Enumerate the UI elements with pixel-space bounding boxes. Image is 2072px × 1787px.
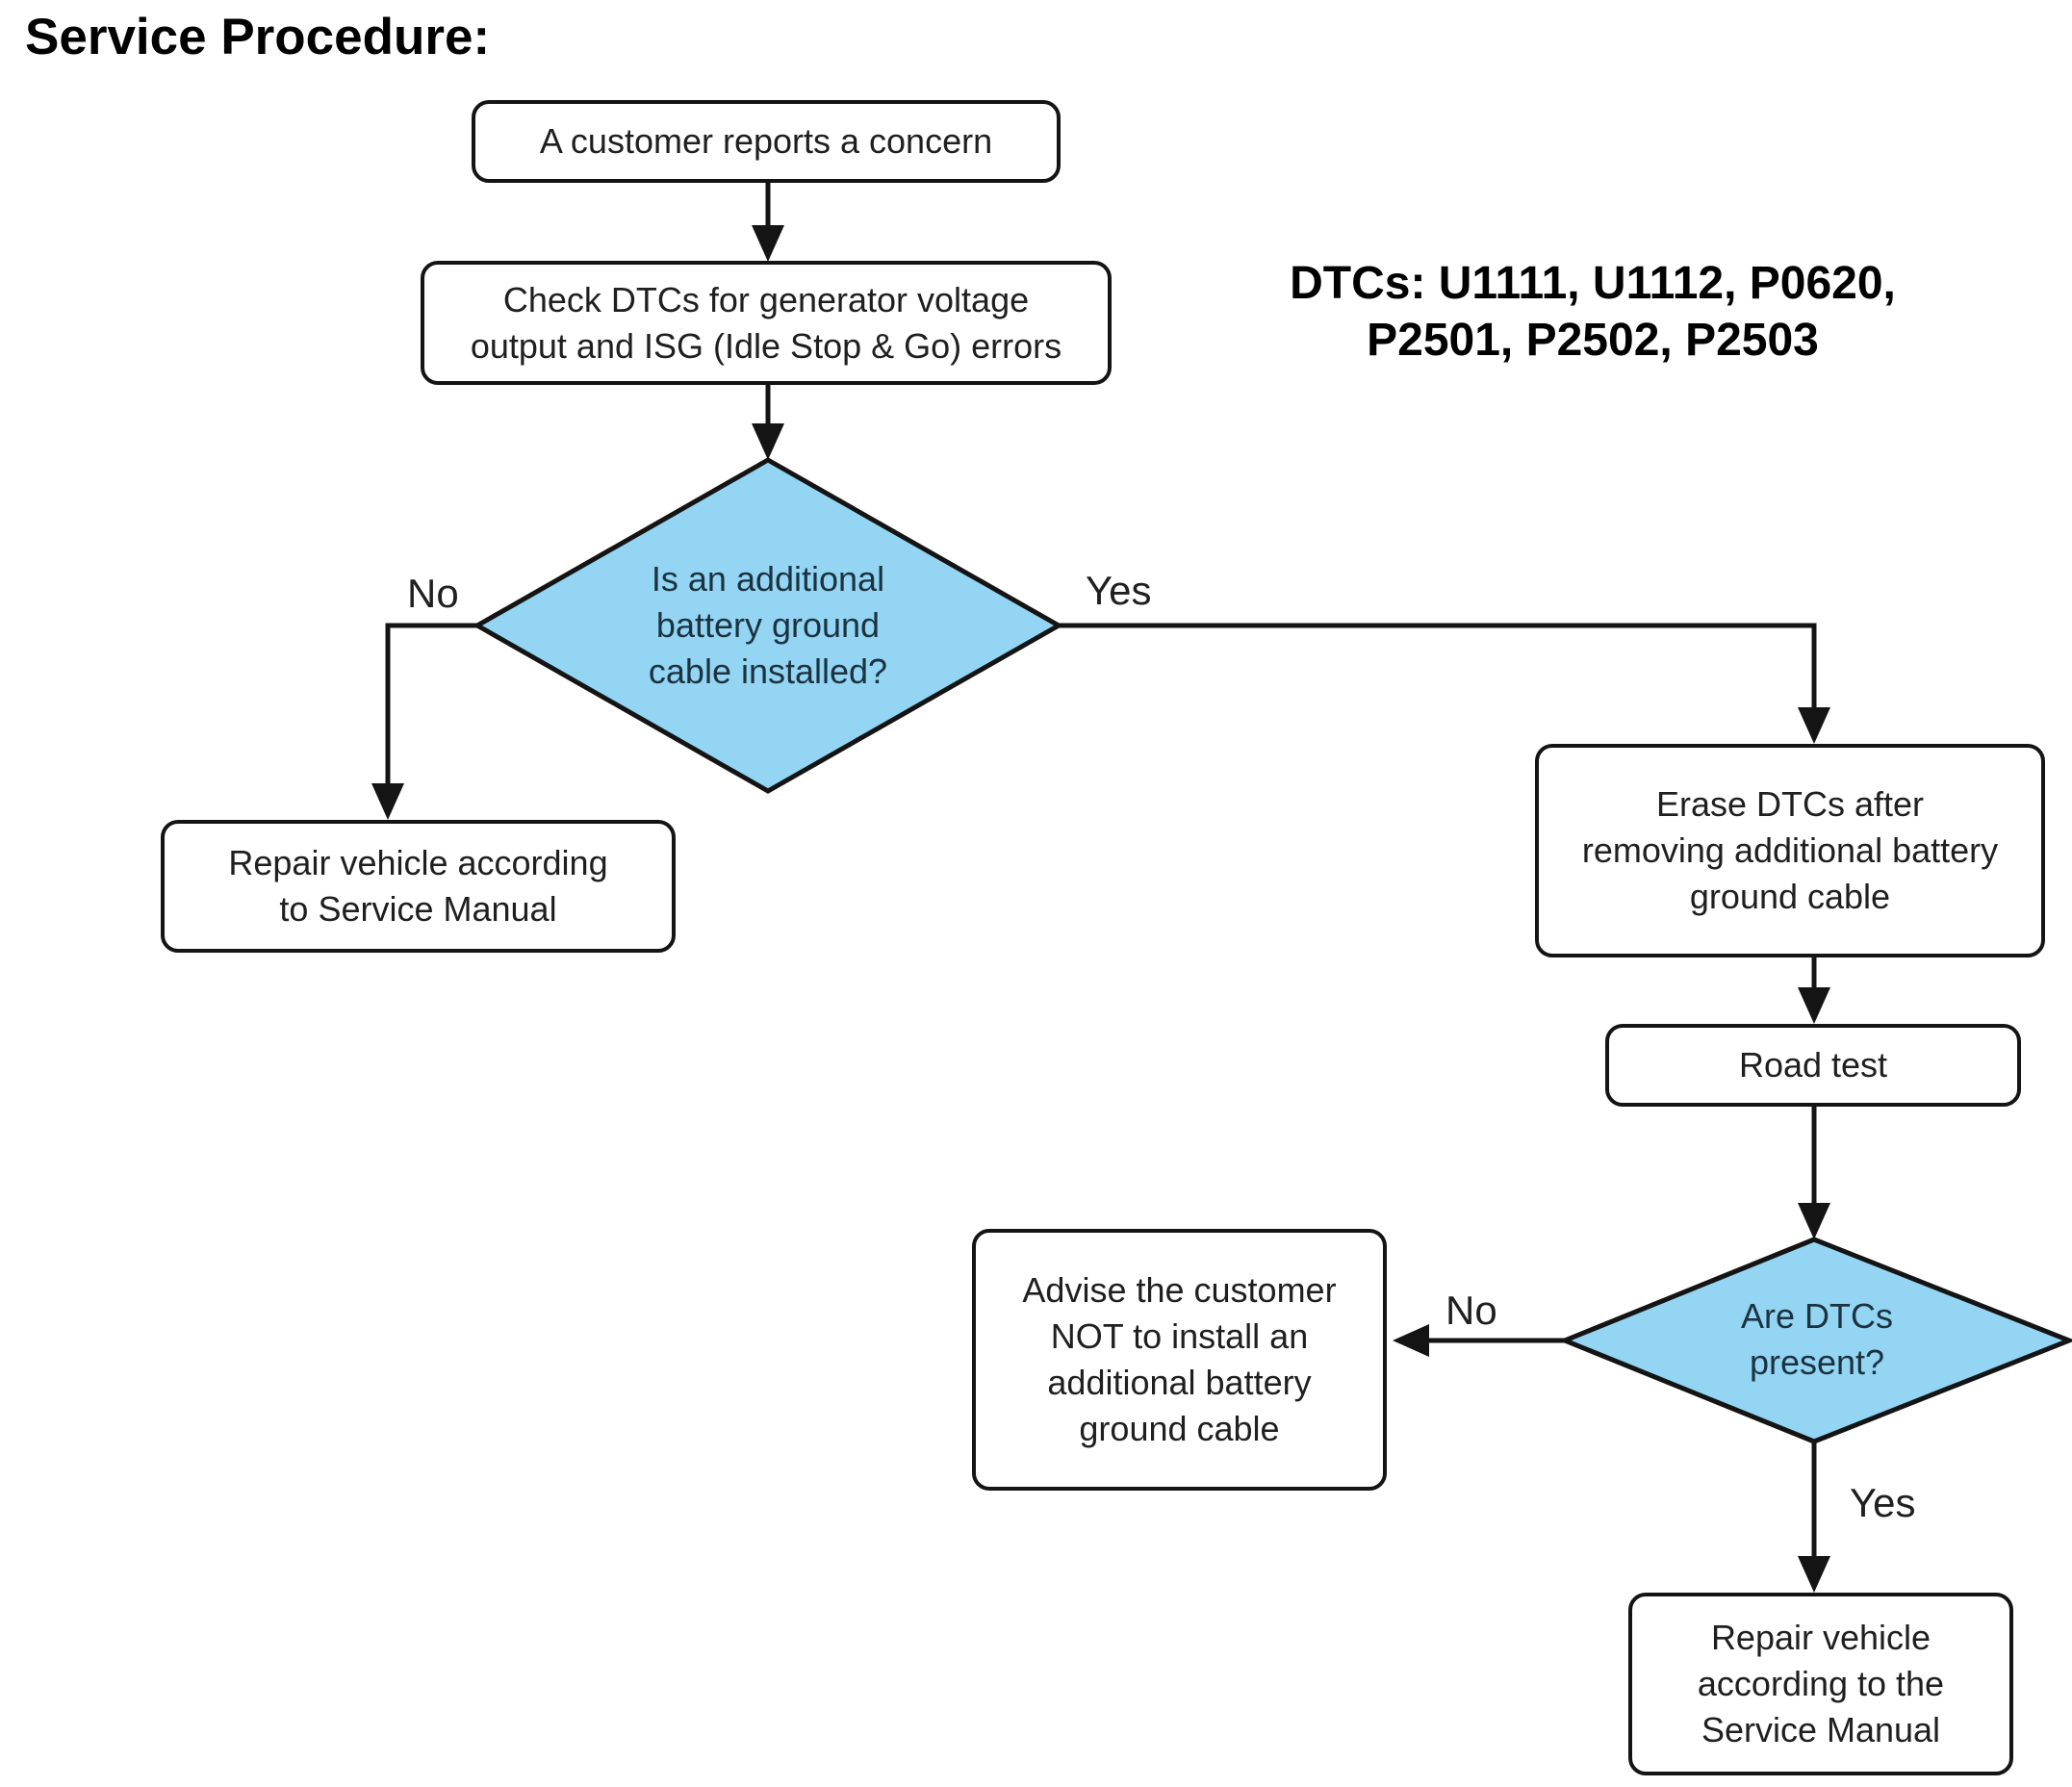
- arrowhead-check-to-decision1: [752, 423, 784, 460]
- node-text-line: according to the: [1697, 1664, 1945, 1704]
- arrowhead-decision2-yes: [1798, 1556, 1830, 1593]
- decision-cable-installed-text: Is an additional battery ground cable in…: [576, 534, 960, 717]
- node-text-line: Repair vehicle: [1710, 1618, 1931, 1658]
- node-text-line: ground cable: [1689, 876, 1891, 916]
- node-text-line: battery ground: [655, 605, 881, 646]
- node-text-line: Repair vehicle according: [228, 843, 608, 883]
- dtc-note-line2: P2501, P2502, P2503: [1367, 314, 1819, 366]
- node-text-line: A customer reports a concern: [539, 121, 993, 162]
- node-text-line: present?: [1749, 1342, 1885, 1382]
- node-text-line: Erase DTCs after: [1655, 784, 1925, 825]
- node-text-line: cable installed?: [648, 651, 888, 691]
- edge-label-dtcs-yes: Yes: [1850, 1480, 1916, 1525]
- node-advise-customer: Advise the customer NOT to install an ad…: [972, 1229, 1387, 1491]
- edge-label-cable-yes: Yes: [1086, 568, 1152, 613]
- arrowhead-roadtest-to-decision2: [1798, 1203, 1830, 1239]
- edge-decision1-yes: [1059, 623, 1817, 713]
- node-erase-dtcs: Erase DTCs after removing additional bat…: [1535, 744, 2045, 957]
- node-road-test: Road test: [1605, 1024, 2021, 1107]
- node-text-line: Service Manual: [1701, 1709, 1941, 1749]
- arrowhead-decision1-yes: [1798, 707, 1830, 744]
- node-customer-concern: A customer reports a concern: [472, 100, 1061, 183]
- node-text-line: to Service Manual: [279, 889, 557, 929]
- node-repair-vehicle: Repair vehicle according to Service Manu…: [161, 820, 676, 953]
- arrowhead-decision1-no: [371, 783, 404, 820]
- node-check-dtcs: Check DTCs for generator voltage output …: [421, 261, 1112, 385]
- decision-dtcs-present-shape: [1558, 1237, 2072, 1444]
- node-text-line: Road test: [1738, 1045, 1888, 1085]
- node-text-line: NOT to install an: [1050, 1316, 1309, 1357]
- dtc-note-line1: DTCs: U1111, U1112, P0620,: [1290, 258, 1896, 309]
- node-text-line: Check DTCs for generator voltage: [502, 279, 1030, 319]
- decision-dtcs-present-text: Are DTCs present?: [1624, 1291, 2009, 1388]
- edge-label-dtcs-no: No: [1445, 1288, 1497, 1333]
- node-text-line: Advise the customer: [1022, 1270, 1337, 1311]
- edge-label-cable-no: No: [407, 571, 459, 616]
- node-repair-vehicle-final: Repair vehicle according to the Service …: [1628, 1593, 2013, 1775]
- node-text-line: output and ISG (Idle Stop & Go) errors: [470, 325, 1062, 366]
- node-text-line: additional battery: [1047, 1363, 1312, 1402]
- node-text-line: Are DTCs: [1740, 1296, 1893, 1337]
- page-title: Service Procedure:: [25, 9, 491, 65]
- decision-cable-installed-shape: [472, 457, 1064, 794]
- node-text-line: removing additional battery: [1581, 830, 1999, 871]
- arrowhead-decision2-no: [1393, 1324, 1429, 1357]
- node-text-line: Is an additional: [651, 559, 885, 600]
- edge-decision1-no: [385, 623, 477, 789]
- arrowhead-erase-to-roadtest: [1798, 987, 1830, 1024]
- node-text-line: ground cable: [1079, 1408, 1280, 1448]
- arrowhead-concern-to-check: [752, 225, 784, 262]
- dtc-code-note: DTCs: U1111, U1112, P0620, P2501, P2502,…: [1193, 256, 1992, 369]
